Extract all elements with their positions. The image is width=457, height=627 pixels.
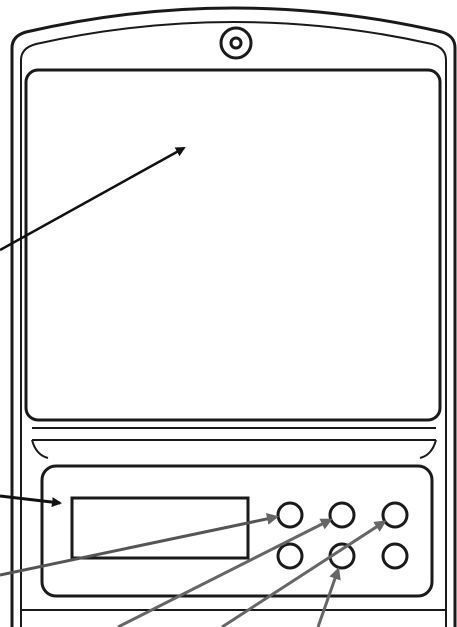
button-top-3[interactable] [381, 501, 409, 529]
button-top-2[interactable] [328, 501, 356, 529]
arrow-to-display [0, 494, 62, 508]
hanging-hole-icon [219, 26, 253, 60]
button-top-1[interactable] [276, 501, 304, 529]
arrow-to-button-bottom-2 [316, 567, 341, 627]
arrow-to-button-top-3 [221, 520, 387, 627]
scale-body [10, 6, 457, 627]
button-bottom-1[interactable] [276, 542, 304, 570]
control-panel [22, 464, 446, 611]
button-bottom-3[interactable] [381, 542, 409, 570]
arrow-to-button-top-2 [117, 518, 333, 627]
callout-arrows [0, 146, 387, 627]
arrow-to-platform [0, 146, 186, 252]
weighing-platform [24, 68, 442, 459]
lcd-display [70, 496, 250, 560]
arrow-to-button-top-1 [0, 512, 279, 577]
